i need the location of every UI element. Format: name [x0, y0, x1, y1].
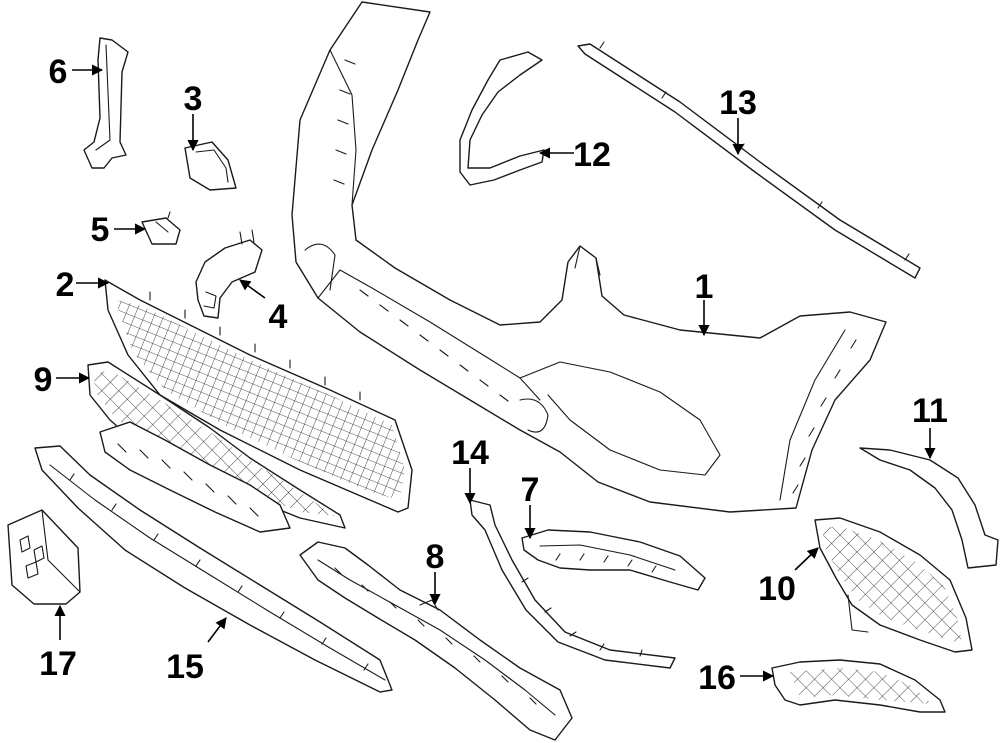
callout-13: 13 — [719, 84, 757, 122]
leader-lines — [54, 64, 936, 682]
callout-10: 10 — [758, 570, 796, 608]
part-7-bracket — [521, 529, 706, 591]
callout-1: 1 — [695, 268, 714, 306]
leader-4 — [239, 279, 266, 299]
callout-16: 16 — [698, 659, 736, 697]
leader-15 — [207, 617, 227, 643]
part-10-side-grille — [814, 517, 973, 653]
part-12-trim-strip — [459, 51, 545, 186]
callout-15: 15 — [166, 648, 204, 686]
part-6-support — [83, 37, 129, 169]
callout-labels: 1 2 3 4 5 6 7 8 9 10 11 12 13 14 15 16 1… — [34, 53, 948, 697]
part-13-upper-molding — [577, 41, 921, 279]
part-5-clip — [141, 211, 181, 245]
part-3-bracket — [184, 141, 237, 191]
part-16-grille-bracket — [771, 659, 946, 713]
part-15-lower-spoiler — [34, 445, 393, 693]
part-2-lower-grille — [104, 279, 413, 513]
callout-14: 14 — [451, 434, 489, 472]
part-1-bumper-cover — [291, 1, 887, 513]
callout-4: 4 — [269, 298, 288, 336]
callout-6: 6 — [49, 53, 68, 91]
callout-2: 2 — [56, 266, 75, 304]
callout-3: 3 — [184, 80, 203, 118]
callout-5: 5 — [91, 211, 110, 249]
part-17-bracket — [7, 509, 81, 605]
leader-10 — [794, 547, 819, 571]
callout-12: 12 — [573, 136, 611, 174]
callout-8: 8 — [426, 538, 445, 576]
part-4-bracket — [195, 229, 263, 319]
callout-11: 11 — [912, 392, 948, 430]
callout-9: 9 — [34, 361, 53, 399]
callout-17: 17 — [39, 645, 77, 683]
part-8-reinforcement — [299, 541, 573, 741]
part-14-trim-strip — [469, 499, 676, 669]
part-11-trim-strip — [859, 447, 999, 569]
part-9-center-grille — [87, 361, 346, 533]
callout-7: 7 — [521, 471, 540, 509]
